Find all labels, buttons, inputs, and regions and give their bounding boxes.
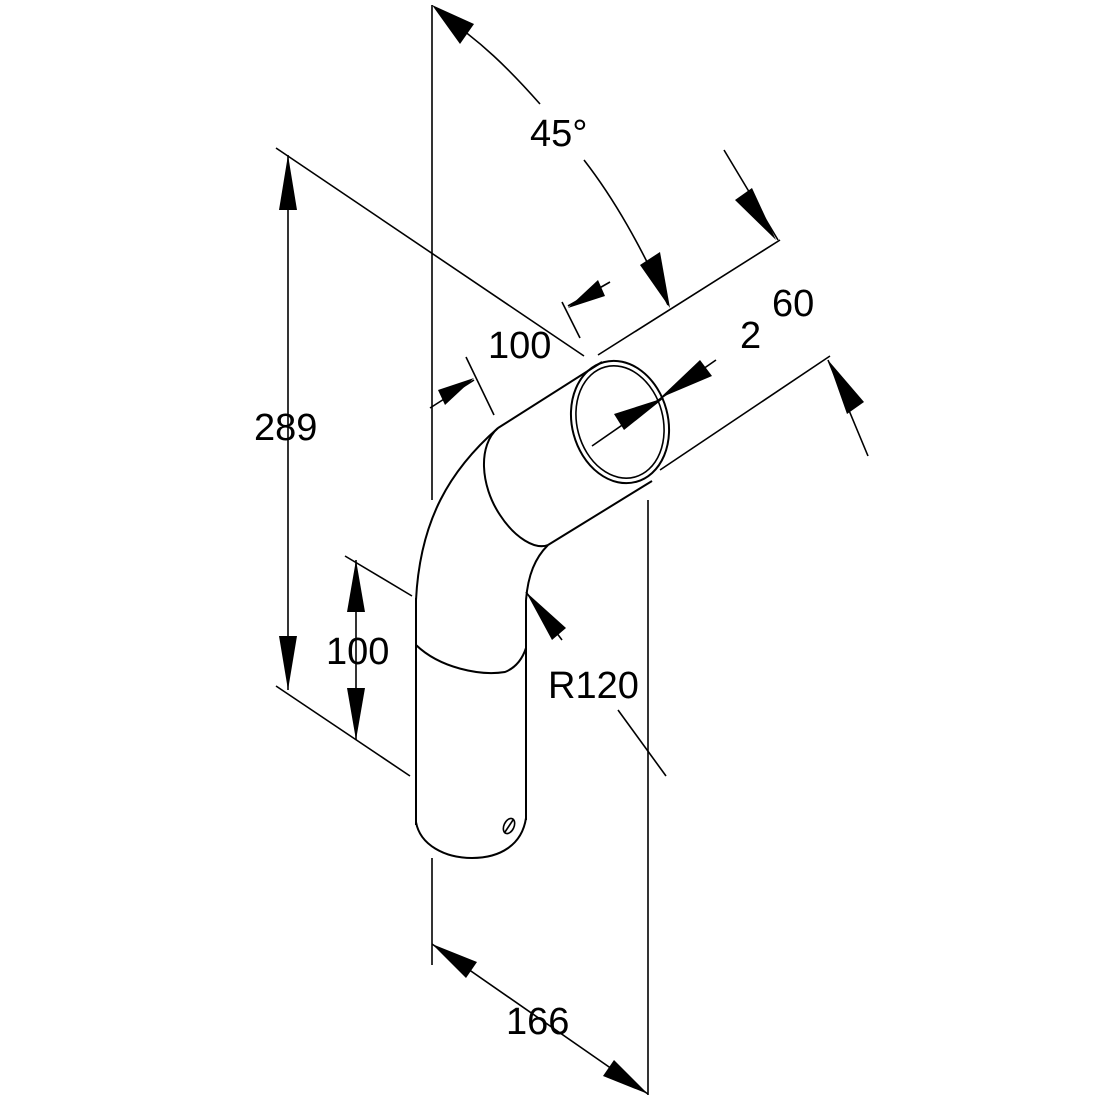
dimension-label-diameter: 60 — [772, 283, 814, 325]
pipe-open-end-outer — [569, 359, 671, 485]
extension-diagonal-top — [275, 147, 585, 357]
dimension-label-angle: 45° — [530, 113, 587, 155]
pipe-bend — [415, 359, 671, 860]
pipe-bottom-end — [415, 817, 527, 860]
fixing-hole — [502, 817, 516, 835]
arrow-166-left — [432, 944, 477, 978]
extension-upper-edge — [597, 239, 781, 356]
arrow-lower-100-top — [347, 560, 365, 612]
arrow-upper-100-left — [438, 378, 474, 405]
pipe-inner-bend — [525, 544, 549, 601]
pipe-upper-bottom-edge — [547, 480, 653, 546]
extension-upper-100-tick-2 — [561, 301, 581, 339]
pipe-open-end-inner — [575, 365, 665, 479]
extension-upper-100-tick — [465, 356, 495, 416]
dimension-lines — [279, 5, 869, 1095]
arrow-upper-100-right — [568, 280, 605, 308]
arrow-arc-bottom — [640, 252, 670, 308]
radius-leader-tail — [617, 709, 667, 777]
extension-lower-edge — [659, 355, 831, 471]
extension-lines — [275, 5, 831, 1095]
arrow-r120 — [526, 592, 566, 640]
pipe-upper-seam — [482, 427, 549, 548]
dimension-label-height-total: 289 — [254, 407, 317, 449]
fixing-hole-mark — [504, 819, 514, 833]
arrow-arc-top — [432, 5, 474, 44]
pipe-outer-bend — [415, 427, 499, 601]
pipe-lower-seam — [415, 644, 527, 674]
extension-diagonal-bottom — [275, 685, 411, 777]
arrow-2-left — [614, 398, 664, 430]
arrow-60-bottom — [828, 360, 864, 414]
arrow-166-right — [603, 1060, 648, 1094]
arrow-289-top — [279, 155, 297, 210]
arrow-60-top — [735, 188, 776, 240]
dimension-labels: 45° 289 100 100 2 60 R120 166 — [254, 113, 814, 1043]
dimension-label-radius: R120 — [548, 665, 639, 707]
dimension-label-width: 166 — [506, 1001, 569, 1043]
arrow-2-right — [660, 360, 712, 398]
arrow-lower-100-bottom — [347, 688, 365, 740]
dimension-label-wall: 2 — [740, 315, 761, 357]
arrow-289-bottom — [279, 636, 297, 690]
dimension-label-upper-100: 100 — [488, 325, 551, 367]
dimension-label-lower-100: 100 — [326, 631, 389, 673]
